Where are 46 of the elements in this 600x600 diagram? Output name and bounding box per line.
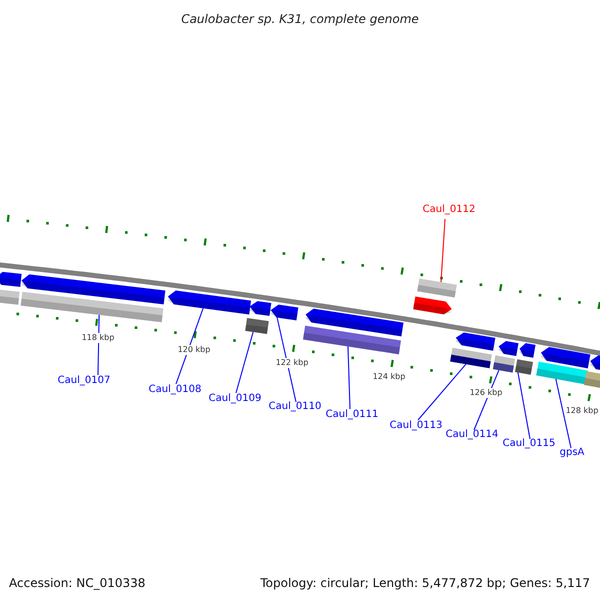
scale-label: 118 kbp [80,333,116,343]
leader-line [176,308,204,384]
gene-label: Caul_0114 [446,429,498,441]
scale-label: 122 kbp [274,358,310,368]
title: Caulobacter sp. K31, complete genome [180,11,420,28]
gene-bar [536,362,588,384]
leader-line [440,218,446,283]
pointed-gene-block [249,301,272,316]
pointed-gene-block [590,355,600,372]
gene-label: Caul_0111 [326,409,378,421]
gene-bar [584,371,600,389]
pointed-gene-block [413,296,452,314]
genome-summary-text: Topology: circular; Length: 5,477,872 bp; Genes: 5,117 [260,575,590,592]
pointed-gene-block [498,341,518,356]
scale-label: 128 kbp [564,406,600,416]
leader-line [236,332,254,394]
gene-bar [20,292,164,322]
gene-label: Caul_0109 [208,393,262,405]
pointed-gene-block [455,332,496,351]
scale-label: 126 kbp [468,388,504,398]
pointed-gene-block [21,274,166,304]
gene-label: Caul_0107 [58,375,110,387]
leader-line [418,364,466,420]
gene-bar [303,326,401,354]
leader-line [517,372,530,440]
gene-label: gpsA [560,447,584,459]
gene-label: Caul_0110 [268,401,322,413]
gene-bar [417,278,457,298]
scale-label: 120 kbp [176,345,212,355]
scale-label: 124 kbp [372,372,406,382]
gene-label: Caul_0112 [422,204,476,216]
gene-block [245,318,269,334]
gene-bar [492,355,516,373]
gene-label: Caul_0108 [148,384,202,396]
gene-bar [0,289,20,305]
gene-label: Caul_0113 [390,420,442,432]
pointed-gene-block [305,308,404,336]
accession-text: Accession: NC_010338 [9,575,146,592]
gene-block [514,359,534,375]
leader-line [555,378,572,448]
gene-label: Caul_0115 [502,438,556,450]
pointed-gene-block [519,343,536,358]
leader-line [276,317,296,402]
pointed-gene-block [270,304,298,320]
leader-line [347,346,350,410]
pointed-gene-block [0,272,22,287]
